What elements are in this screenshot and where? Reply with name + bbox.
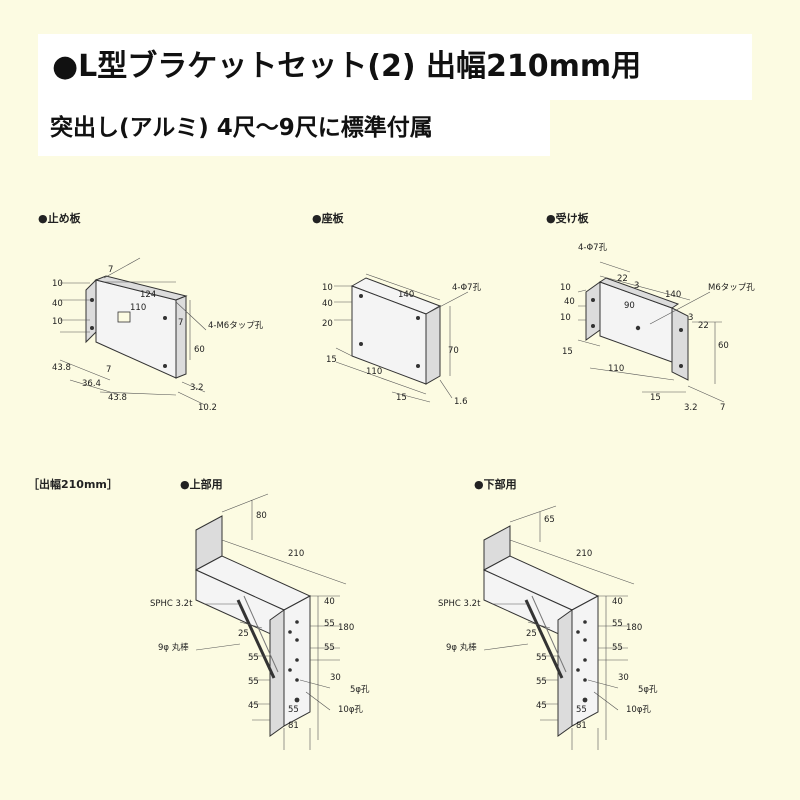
dimension-label: 124 xyxy=(140,290,156,300)
receiver-plate-drawing: ●受け板 4-Φ7孔 10 22 3 140 M6タップ孔 40 90 10 3… xyxy=(546,211,755,413)
lower-material-label: SPHC 3.2t xyxy=(438,599,481,609)
upper-5mm-hole-label: 5φ孔 xyxy=(350,685,370,695)
dimension-label: 180 xyxy=(626,623,642,633)
stop-plate-label: ●止め板 xyxy=(38,211,82,225)
dimension-label: 3 xyxy=(688,313,693,323)
dimension-label: 210 xyxy=(576,549,592,559)
dimension-label: 25 xyxy=(526,629,537,639)
dimension-label: 20 xyxy=(322,319,333,329)
receiver-plate-right-flange xyxy=(671,307,689,381)
dimension-label: 3.2 xyxy=(190,383,204,393)
dimension-label: 110 xyxy=(130,303,146,313)
dimension-label: 55 xyxy=(612,643,623,653)
upper-bracket-drawing: ●上部用 80 210 SPHC 3.2t 9φ 丸棒 40 55 180 55… xyxy=(150,477,370,750)
dimension-label: 3.2 xyxy=(684,403,698,413)
dimension-label: 140 xyxy=(665,290,681,300)
dimension-label: 55 xyxy=(536,653,547,663)
dimension-label: 65 xyxy=(544,515,555,525)
dimension-label: 55 xyxy=(288,705,299,715)
dimension-label: 110 xyxy=(366,367,382,377)
lower-bracket-label: ●下部用 xyxy=(474,477,517,491)
dimension-label: 40 xyxy=(322,299,333,309)
lower-5mm-hole-label: 5φ孔 xyxy=(638,685,658,695)
dimension-label: 55 xyxy=(612,619,623,629)
dimension-label: 70 xyxy=(448,346,459,356)
dimension-label: 43.8 xyxy=(52,363,71,373)
dimension-label: 7 xyxy=(106,365,111,375)
lower-bracket-drawing: ●下部用 65 210 SPHC 3.2t 9φ 丸棒 40 55 180 55… xyxy=(438,477,658,750)
section-label: ［出幅210mm］ xyxy=(28,477,118,491)
dimension-label: 4-Φ7孔 xyxy=(452,283,482,293)
receiver-plate-label: ●受け板 xyxy=(546,211,590,225)
dimension-label: 55 xyxy=(248,677,259,687)
dimension-label: 55 xyxy=(576,705,587,715)
dimension-label: 7 xyxy=(720,403,725,413)
dimension-label: 10.2 xyxy=(198,403,217,413)
dimension-label: 55 xyxy=(324,643,335,653)
dimension-label: 15 xyxy=(562,347,573,357)
upper-material-label: SPHC 3.2t xyxy=(150,599,193,609)
upper-10mm-hole-label: 10φ孔 xyxy=(338,705,363,715)
dimension-label: 45 xyxy=(248,701,259,711)
lower-bracket-vertical-side xyxy=(557,609,573,737)
dimension-label: 30 xyxy=(618,673,629,683)
upper-bracket-vertical-side xyxy=(269,609,285,737)
page-title: ●L型ブラケットセット(2) 出幅210mm用 xyxy=(38,34,752,100)
dimension-label: 140 xyxy=(398,290,414,300)
dimension-label: 10 xyxy=(560,283,571,293)
dimension-label: 60 xyxy=(718,341,729,351)
dimension-label: 45 xyxy=(536,701,547,711)
dimension-label: 180 xyxy=(338,623,354,633)
lower-10mm-hole-label: 10φ孔 xyxy=(626,705,651,715)
upper-rod-label: 9φ 丸棒 xyxy=(158,642,189,653)
dimension-label: 10 xyxy=(560,313,571,323)
page-subtitle: 突出し(アルミ) 4尺〜9尺に標準付属 xyxy=(38,100,550,156)
dimension-label: 40 xyxy=(612,597,623,607)
stop-plate-drawing: ●止め板 10 7 124 110 40 10 7 4-M6タップ孔 60 43… xyxy=(38,211,264,413)
upper-bracket-label: ●上部用 xyxy=(180,477,223,491)
dimension-label: 30 xyxy=(330,673,341,683)
dimension-label: 15 xyxy=(650,393,661,403)
seat-plate-label: ●座板 xyxy=(312,211,345,225)
dimension-label: 4-M6タップ孔 xyxy=(208,321,264,331)
dimension-label: 110 xyxy=(608,364,624,374)
dimension-label: 4-Φ7孔 xyxy=(578,243,608,253)
dimension-label: 10 xyxy=(52,317,63,327)
dimension-label: 40 xyxy=(324,597,335,607)
receiver-plate-top-edge xyxy=(598,277,680,309)
dimension-label: 7 xyxy=(178,318,183,328)
dimension-label: 90 xyxy=(624,301,635,311)
stop-plate-flange xyxy=(85,278,97,344)
dimension-label: 15 xyxy=(396,393,407,403)
receiver-plate-left-flange xyxy=(585,281,601,341)
dimension-label: 81 xyxy=(288,721,299,731)
dimension-label: 10 xyxy=(322,283,333,293)
dimension-label: 40 xyxy=(564,297,575,307)
dimension-label: 1.6 xyxy=(454,397,468,407)
lower-rod-label: 9φ 丸棒 xyxy=(446,642,477,653)
dimension-label: 55 xyxy=(248,653,259,663)
dimension-label: 60 xyxy=(194,345,205,355)
dimension-label: 10 xyxy=(52,279,63,289)
dimension-label: 81 xyxy=(576,721,587,731)
dimension-label: 43.8 xyxy=(108,393,127,403)
seat-plate-drawing: ●座板 10 140 4-Φ7孔 40 20 70 15 110 15 1.6 xyxy=(312,211,482,407)
dimension-label: 40 xyxy=(52,299,63,309)
dimension-label: 3 xyxy=(634,281,639,291)
dimension-label: 36.4 xyxy=(82,379,101,389)
dimension-label: 22 xyxy=(617,274,628,284)
dimension-label: 22 xyxy=(698,321,709,331)
seat-plate-edge xyxy=(425,305,441,385)
dimension-label: M6タップ孔 xyxy=(708,283,755,293)
dimension-label: 7 xyxy=(108,265,113,275)
dimension-label: 15 xyxy=(326,355,337,365)
dimension-label: 55 xyxy=(536,677,547,687)
stop-plate-right-edge xyxy=(175,295,187,379)
dimension-label: 25 xyxy=(238,629,249,639)
dimension-label: 55 xyxy=(324,619,335,629)
dimension-label: 80 xyxy=(256,511,267,521)
dimension-label: 210 xyxy=(288,549,304,559)
